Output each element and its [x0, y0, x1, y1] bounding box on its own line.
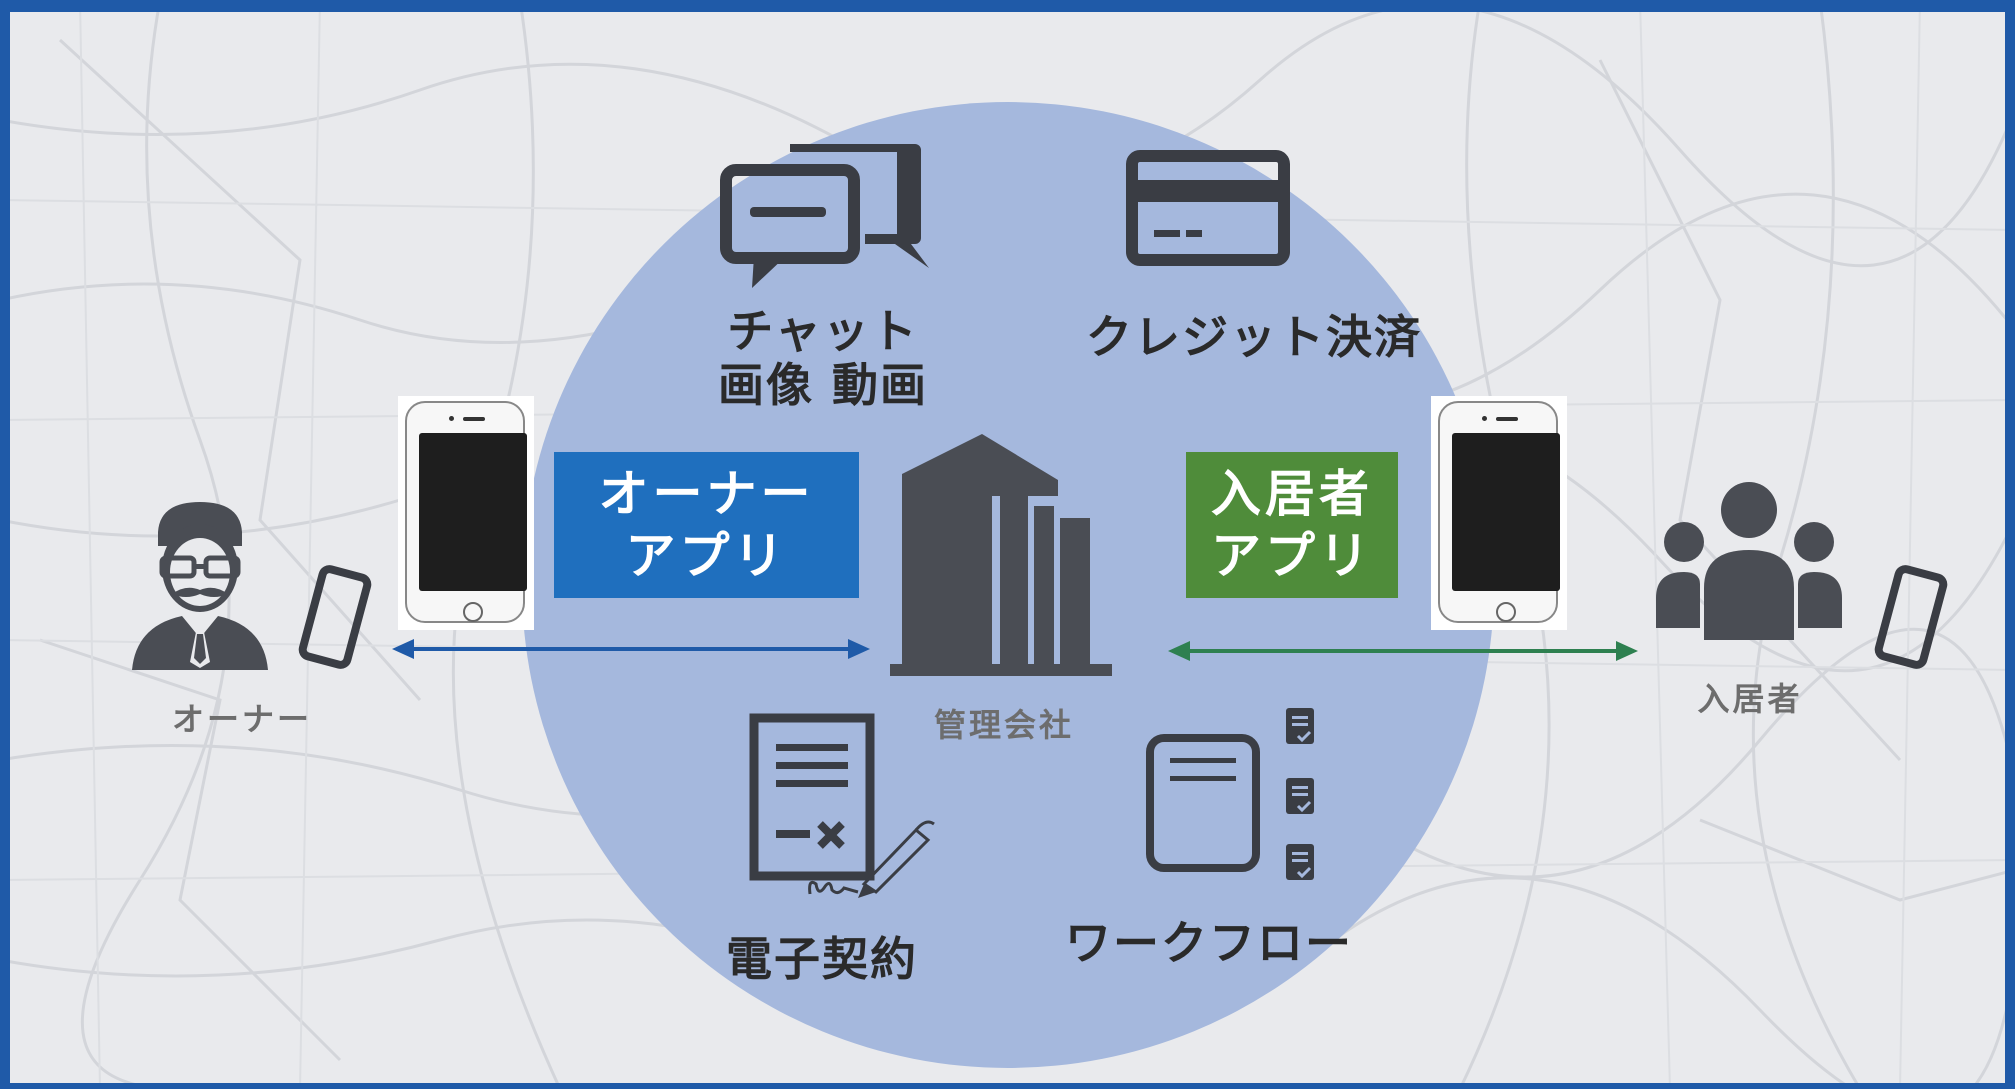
- credit-feature-text: クレジット決済: [1086, 310, 1422, 364]
- resident-smartphone-icon: [1874, 565, 1948, 669]
- workflow-feature-text: ワークフロー: [1065, 916, 1353, 970]
- resident-app-box: 入居者 アプリ: [1186, 452, 1398, 598]
- chat-bubbles-icon: [720, 144, 929, 288]
- contract-feature-label: 電子契約: [722, 932, 922, 986]
- resident-app-label: 入居者 アプリ: [1211, 465, 1373, 585]
- resident-app-phone: [1431, 396, 1567, 630]
- owner-label-text: オーナー: [171, 700, 312, 738]
- workflow-feature-label: ワークフロー: [1064, 916, 1354, 970]
- chat-feature-text: チャット 画像 動画: [718, 304, 929, 412]
- resident-connection-arrow: [1168, 641, 1638, 661]
- resident-label: 入居者: [1680, 674, 1820, 720]
- owner-app-label: オーナー アプリ: [598, 465, 815, 585]
- group-people-icon: [1656, 482, 1842, 640]
- credit-feature-label: クレジット決済: [1084, 310, 1424, 364]
- businessman-icon: [132, 502, 268, 670]
- resident-label-text: 入居者: [1697, 680, 1803, 718]
- owner-connection-arrow: [392, 639, 870, 659]
- workflow-documents-icon: [1146, 708, 1314, 880]
- owner-app-box: オーナー アプリ: [554, 452, 859, 598]
- signed-document-icon: [749, 713, 935, 898]
- credit-card-icon: [1126, 150, 1290, 266]
- owner-label: オーナー: [162, 694, 322, 740]
- owner-smartphone-icon: [298, 565, 372, 669]
- owner-app-phone: [398, 396, 534, 630]
- management-company-text: 管理会社: [933, 706, 1074, 744]
- management-company-label: 管理会社: [924, 700, 1084, 746]
- chat-feature-label: チャット 画像 動画: [718, 304, 928, 412]
- contract-feature-text: 電子契約: [726, 932, 918, 986]
- building-icon: [890, 434, 1112, 676]
